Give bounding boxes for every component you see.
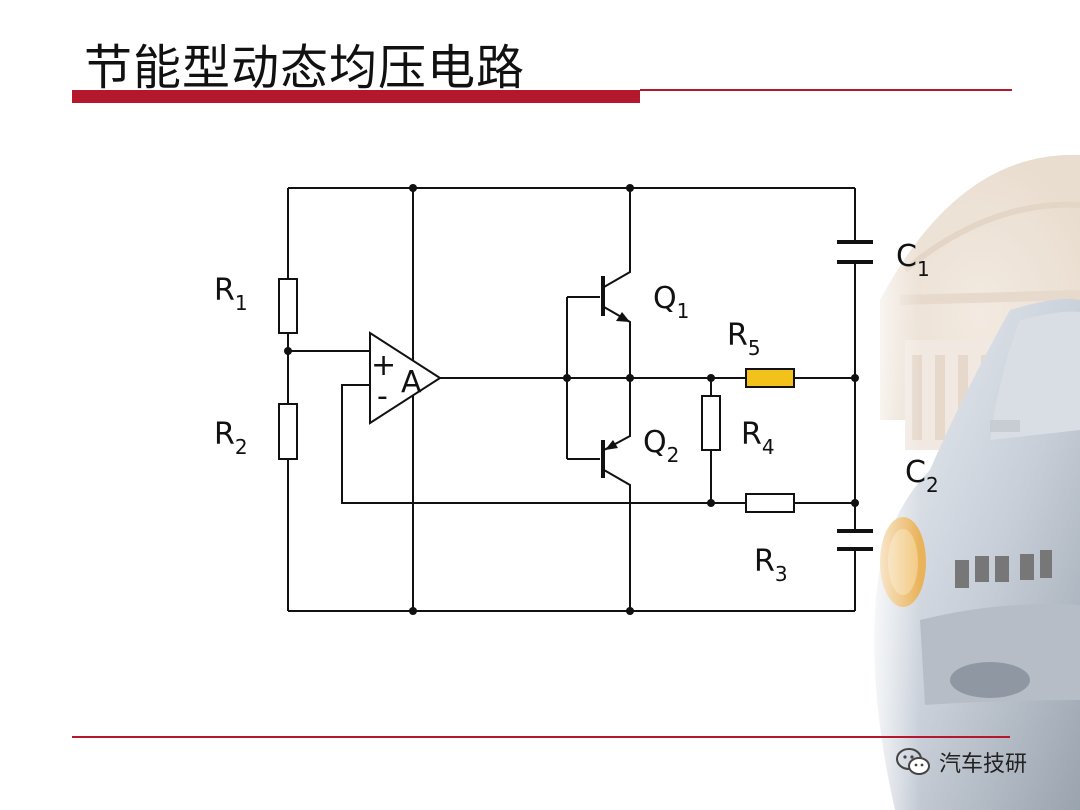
label-r5: R5 xyxy=(727,318,761,360)
label-r1: R1 xyxy=(214,273,248,315)
label-q2: Q2 xyxy=(643,425,679,467)
junction-dot xyxy=(409,607,417,615)
junction-dot xyxy=(626,184,634,192)
resistor-r2 xyxy=(278,403,298,460)
wechat-icon xyxy=(896,748,930,775)
junction-dot xyxy=(851,374,859,382)
resistor-r4 xyxy=(701,395,721,451)
op-amp-minus-label: - xyxy=(377,379,388,414)
q2-emitter-arrow xyxy=(605,440,618,450)
footer-rule xyxy=(72,736,1010,738)
label-c2: C2 xyxy=(905,455,939,497)
op-amp-label: A xyxy=(401,365,422,400)
q1-collector xyxy=(603,188,631,288)
label-q1: Q1 xyxy=(653,281,689,323)
junction-dot xyxy=(284,347,292,355)
label-r4: R4 xyxy=(741,417,775,459)
junction-dot xyxy=(409,184,417,192)
slide-title: 节能型动态均压电路 xyxy=(84,40,526,96)
op-amp-plus-label: + xyxy=(371,348,396,383)
op-amp-triangle xyxy=(369,331,442,425)
label-c1: C1 xyxy=(896,239,930,281)
q1-emitter-arrow xyxy=(616,312,630,322)
title-rule-thick xyxy=(72,90,640,103)
title-rule-thin xyxy=(640,89,1012,91)
junction-dot xyxy=(626,607,634,615)
resistor-r1 xyxy=(278,278,298,334)
resistor-r3 xyxy=(745,493,795,513)
footer-brand: 汽车技研 xyxy=(895,744,1027,780)
footer-brand-text: 汽车技研 xyxy=(939,752,1028,777)
junction-dot xyxy=(563,374,571,382)
q2-collector xyxy=(603,469,631,611)
junction-dot xyxy=(707,374,715,382)
label-r2: R2 xyxy=(214,417,248,459)
wire-feedback xyxy=(341,384,746,504)
label-r3: R3 xyxy=(754,544,788,586)
resistor-r5 xyxy=(745,368,795,388)
junction-dot xyxy=(851,499,859,507)
junction-dot xyxy=(707,499,715,507)
q2-emitter xyxy=(603,378,631,451)
junction-dot xyxy=(626,374,634,382)
